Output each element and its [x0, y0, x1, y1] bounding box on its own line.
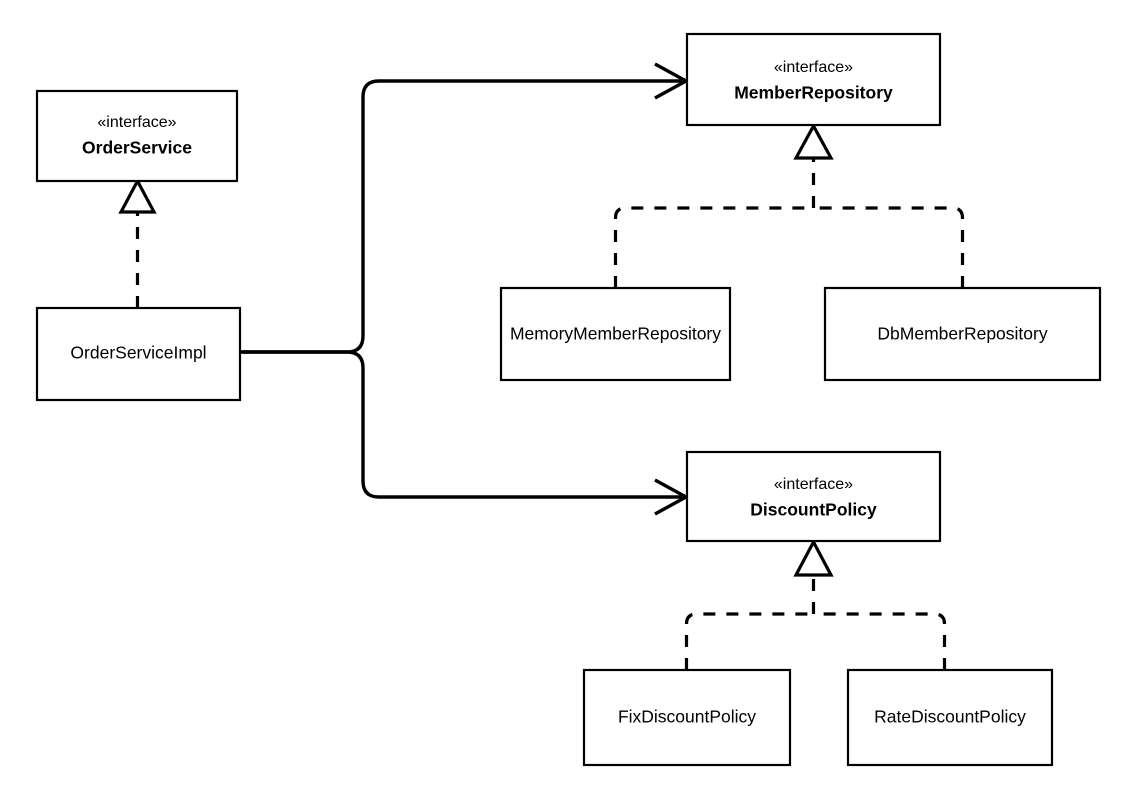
- interface-name-label: OrderService: [82, 138, 192, 158]
- box-outline: [846, 668, 1054, 767]
- class-name-label: MemoryMemberRepository: [510, 324, 721, 344]
- hollow-triangle-icon: [118, 177, 157, 214]
- class-box-rate-discount-policy[interactable]: RateDiscountPolicy: [846, 668, 1054, 767]
- edge-discount-policy-realizations: [684, 538, 947, 670]
- class-name-label: DbMemberRepository: [877, 324, 1047, 344]
- class-box-db-member-repository[interactable]: DbMemberRepository: [823, 286, 1102, 382]
- edge-impl-realizes-order-service: [118, 177, 157, 308]
- realization-dashed-line-db: [813, 206, 965, 288]
- box-outline: [685, 450, 942, 543]
- box-outline: [685, 32, 942, 127]
- hollow-triangle-icon: [793, 538, 834, 577]
- class-box-memory-member-repository[interactable]: MemoryMemberRepository: [499, 286, 732, 382]
- hollow-triangle-icon: [793, 122, 834, 160]
- realization-dashed-line-rate: [813, 612, 947, 670]
- class-name-label: RateDiscountPolicy: [874, 707, 1026, 727]
- class-box-discount-policy[interactable]: «interface» DiscountPolicy: [685, 450, 942, 543]
- interface-name-label: MemberRepository: [734, 83, 893, 103]
- class-box-order-service-impl[interactable]: OrderServiceImpl: [35, 306, 242, 402]
- class-box-member-repository[interactable]: «interface» MemberRepository: [685, 32, 942, 127]
- interface-name-label: DiscountPolicy: [750, 500, 877, 520]
- box-outline: [499, 286, 732, 382]
- class-name-label: FixDiscountPolicy: [618, 707, 756, 727]
- box-outline: [823, 286, 1102, 382]
- class-box-fix-discount-policy[interactable]: FixDiscountPolicy: [582, 668, 792, 767]
- class-box-order-service[interactable]: «interface» OrderService: [35, 89, 239, 183]
- stereotype-label: «interface»: [97, 114, 176, 131]
- stereotype-label: «interface»: [774, 59, 853, 76]
- dependency-solid-line: [240, 350, 682, 499]
- class-name-label: OrderServiceImpl: [70, 343, 206, 363]
- box-outline: [35, 89, 239, 183]
- stereotype-label: «interface»: [774, 476, 853, 493]
- edge-member-repository-realizations: [613, 122, 965, 288]
- box-outline: [582, 668, 792, 767]
- realization-dashed-line-fix: [684, 612, 813, 670]
- realization-dashed-line-memory: [613, 206, 813, 288]
- box-outline: [35, 306, 242, 402]
